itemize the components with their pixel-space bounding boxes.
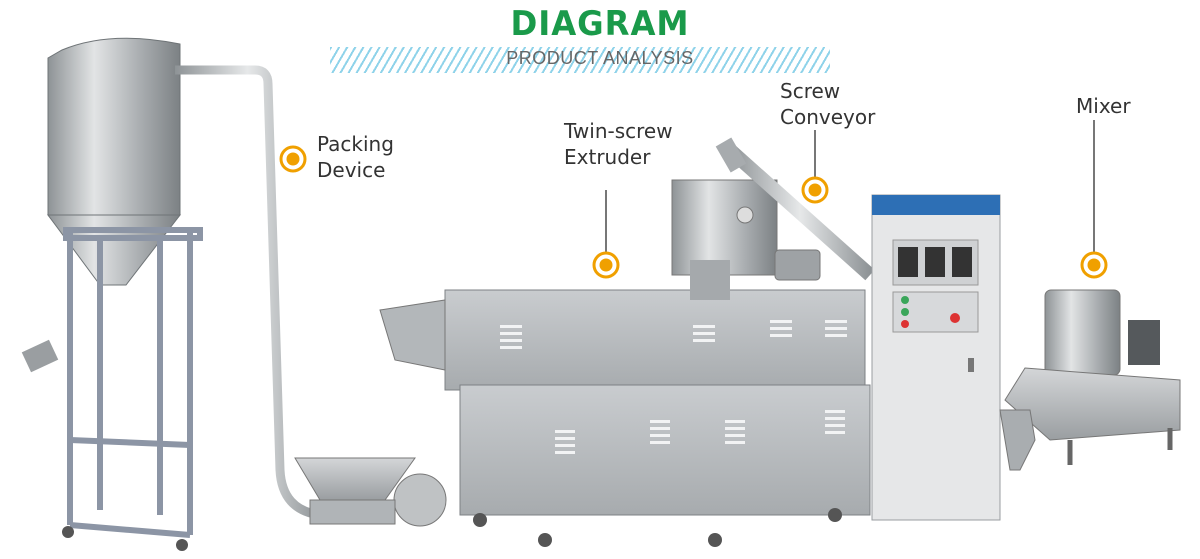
label-mixer: Mixer	[1076, 94, 1131, 118]
mixer	[999, 289, 1181, 471]
marker-dot-icon	[592, 251, 620, 279]
diagram-header: DIAGRAM PRODUCT ANALYSIS	[0, 0, 1200, 80]
control-cabinet	[871, 194, 1001, 521]
page-subtitle: PRODUCT ANALYSIS	[0, 47, 1200, 69]
packing-device	[21, 37, 447, 551]
page-title: DIAGRAM	[510, 4, 690, 44]
header-stripe	[330, 47, 830, 73]
label-screw-conveyor: Screw Conveyor	[780, 79, 876, 129]
marker-dot-icon	[279, 145, 307, 173]
marker-dot-icon	[1080, 251, 1108, 279]
subtitle-text: PRODUCT ANALYSIS	[506, 48, 694, 68]
marker-dot-icon	[801, 176, 829, 204]
label-packing-device: Packing Device	[317, 132, 394, 182]
leader-lines	[605, 120, 1095, 252]
screw-conveyor	[715, 137, 875, 281]
twin-screw-extruder	[379, 179, 871, 547]
label-twin-screw-extruder: Twin-screw Extruder	[564, 119, 673, 169]
